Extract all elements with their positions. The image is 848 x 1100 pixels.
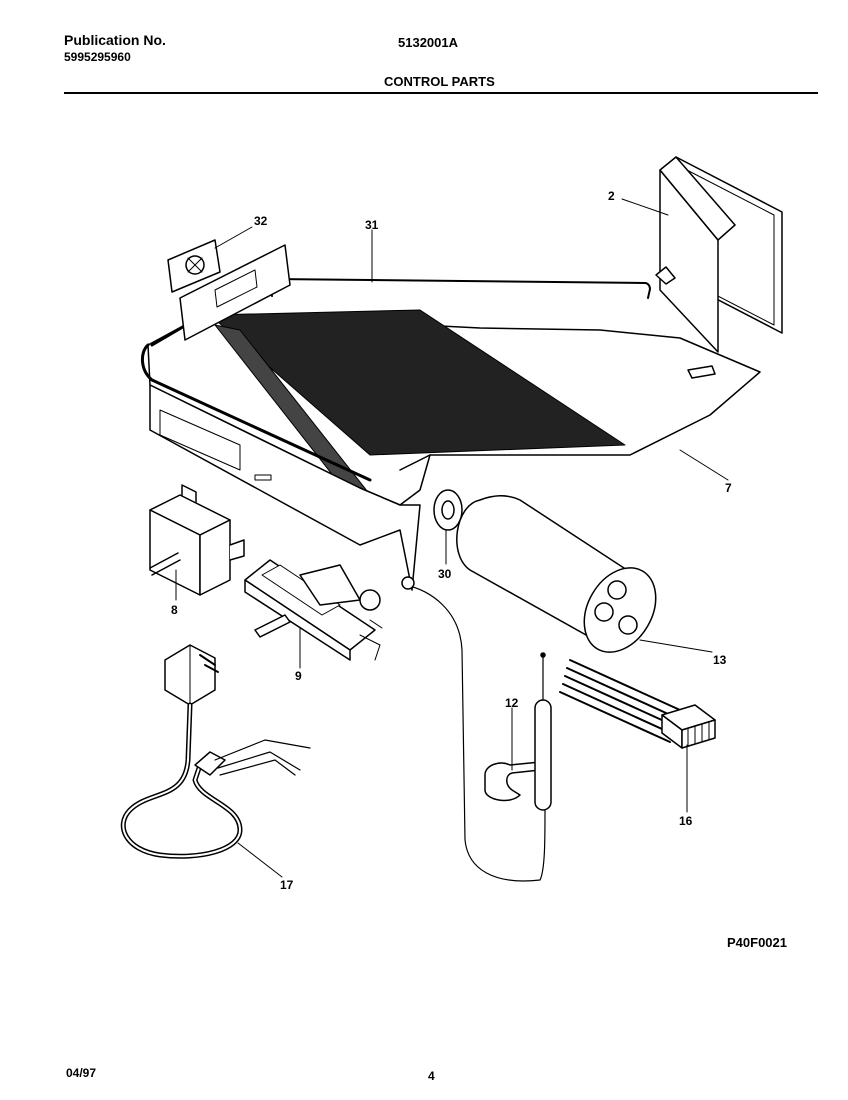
capillary-tube	[401, 576, 552, 882]
header-rule	[64, 92, 818, 94]
part-17-power-cord	[120, 644, 311, 859]
part-32-bracket	[167, 239, 291, 341]
part-16-harness	[559, 659, 716, 749]
callout-numbers: 2 31 32 7 8 30 13 9 12 16 17	[171, 189, 732, 892]
callout-12: 12	[505, 696, 519, 710]
publication-date: 04/97	[66, 1066, 97, 1080]
part-7-control-housing	[141, 309, 761, 591]
callout-16: 16	[679, 814, 693, 828]
section-title: CONTROL PARTS	[384, 74, 495, 89]
callout-31: 31	[365, 218, 379, 232]
callout-32: 32	[254, 214, 268, 228]
model-number: 5132001A	[398, 35, 458, 50]
callout-2: 2	[608, 189, 615, 203]
callout-7: 7	[725, 481, 732, 495]
part-12-clip	[484, 761, 541, 802]
leader-lines	[175, 198, 729, 878]
page-number: 4	[428, 1069, 435, 1083]
part-8-switch	[149, 484, 245, 596]
publication-label: Publication No.	[64, 32, 166, 48]
callout-13: 13	[713, 653, 727, 667]
publication-number: 5995295960	[64, 50, 131, 64]
callout-9: 9	[295, 669, 302, 683]
callout-30: 30	[438, 567, 452, 581]
part-9-thermostat	[244, 559, 383, 661]
part-30-washer	[433, 489, 463, 531]
part-13-capacitor	[456, 495, 657, 653]
callout-8: 8	[171, 603, 178, 617]
callout-17: 17	[280, 878, 294, 892]
figure-code: P40F0021	[727, 935, 787, 950]
part-31-rod	[267, 278, 651, 299]
part-2-panel	[655, 156, 783, 353]
